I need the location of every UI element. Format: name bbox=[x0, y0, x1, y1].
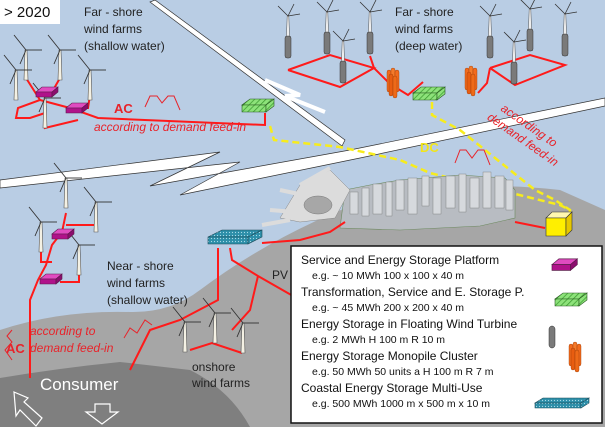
demand-wave-left bbox=[4, 329, 13, 361]
legend-detail-1: e.g. ~ 45 MWh 200 x 200 x 40 m bbox=[312, 302, 464, 314]
demand-wave-onshore bbox=[123, 319, 153, 339]
pv-label: PV bbox=[272, 268, 288, 282]
legend-detail-4: e.g. 500 MWh 1000 m x 500 m x 10 m bbox=[312, 398, 490, 410]
far-shore-shallow-wind-farm bbox=[3, 34, 266, 130]
year-badge: > 2020 bbox=[4, 4, 50, 21]
far-shore-deep-label: Far - shore wind farms (deep water) bbox=[394, 5, 462, 53]
coastal-storage-platform bbox=[207, 229, 263, 245]
legend-title-1: Transformation, Service and E. Storage P… bbox=[301, 285, 524, 299]
feed-in-label-left: according to demand feed-in bbox=[30, 324, 114, 355]
ac-label-left: AC bbox=[6, 341, 25, 356]
legend-title-3: Energy Storage Monopile Cluster bbox=[301, 349, 478, 363]
near-shore-wind-farm bbox=[28, 162, 113, 378]
consumer-label: Consumer bbox=[40, 375, 119, 394]
coastal-city bbox=[261, 166, 516, 231]
dc-label: DC bbox=[420, 140, 439, 155]
far-shore-shallow-label: Far - shore wind farms (shallow water) bbox=[83, 5, 165, 53]
grey-cylinder-icon bbox=[548, 325, 556, 349]
legend-title-4: Coastal Energy Storage Multi-Use bbox=[301, 381, 483, 395]
onshore-label: onshore wind farms bbox=[191, 360, 250, 390]
far-shore-deep-wind-farm bbox=[277, 0, 578, 101]
legend-title-0: Service and Energy Storage Platform bbox=[301, 253, 499, 267]
onshore-wind-farm bbox=[172, 297, 260, 354]
converter-station bbox=[545, 211, 573, 237]
year-badge-bg bbox=[0, 0, 60, 24]
demand-wave-dc bbox=[454, 149, 491, 166]
ac-label-top: AC bbox=[114, 101, 133, 116]
teal-dotted-platform-icon bbox=[533, 397, 591, 409]
consumer-arrow-left-icon bbox=[13, 391, 43, 427]
ac-line-coastal-consumer bbox=[129, 248, 219, 371]
legend-detail-2: e.g. 2 MWh H 100 m R 10 m bbox=[312, 334, 445, 346]
legend-detail-0: e.g. ~ 10 MWh 100 x 100 x 40 m bbox=[312, 270, 464, 282]
legend-detail-3: e.g. 50 MWh 50 units a H 100 m R 7 m bbox=[312, 366, 494, 378]
break-line-horizontal bbox=[0, 97, 605, 196]
ac-line-city bbox=[261, 221, 346, 244]
dc-line-west bbox=[268, 125, 572, 220]
consumer-region bbox=[0, 362, 250, 427]
legend: Service and Energy Storage Platform e.g.… bbox=[290, 245, 603, 424]
dc-line-east bbox=[430, 102, 571, 212]
consumer-arrow-down-icon bbox=[84, 403, 120, 425]
legend-title-2: Energy Storage in Floating Wind Turbine bbox=[301, 317, 517, 331]
demand-wave-top bbox=[144, 95, 181, 111]
break-line-diagonal bbox=[149, 0, 346, 147]
ac-line-pv bbox=[229, 247, 301, 301]
near-shore-label: Near - shore wind farms (shallow water) bbox=[106, 259, 188, 307]
feed-in-label-top: according to demand feed-in bbox=[94, 120, 246, 134]
